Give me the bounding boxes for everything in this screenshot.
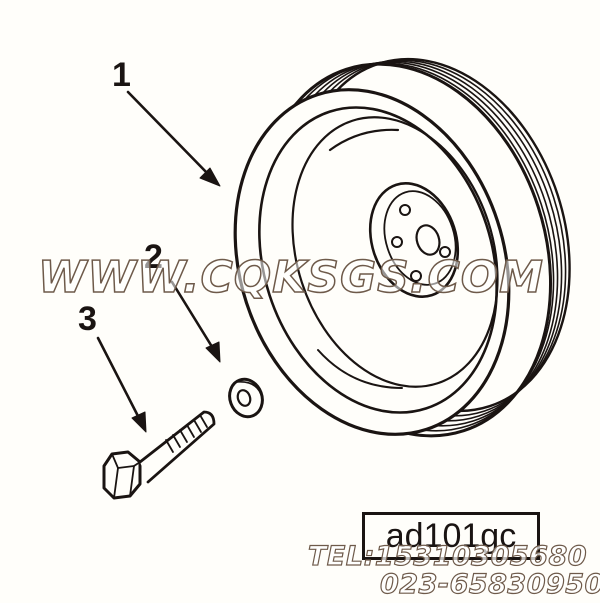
diagram-code-label: ad101gc (362, 512, 540, 560)
cap-screw (102, 410, 216, 500)
contact-telephone-watermark: TEL:15310305680 (307, 540, 588, 572)
washer (228, 377, 264, 419)
callout-number-1: 1 (112, 56, 131, 94)
callout-number-3: 3 (78, 300, 97, 338)
contact-phone-watermark: 023-65830950 (379, 568, 600, 600)
crankshaft-pulley (233, 57, 571, 438)
callout-number-2: 2 (144, 238, 163, 276)
leader-arrow-3 (96, 336, 147, 433)
leader-arrow-2 (170, 280, 221, 363)
leader-arrow-1 (126, 90, 221, 187)
website-watermark: WWW.CQKSGS.COM (37, 251, 544, 304)
